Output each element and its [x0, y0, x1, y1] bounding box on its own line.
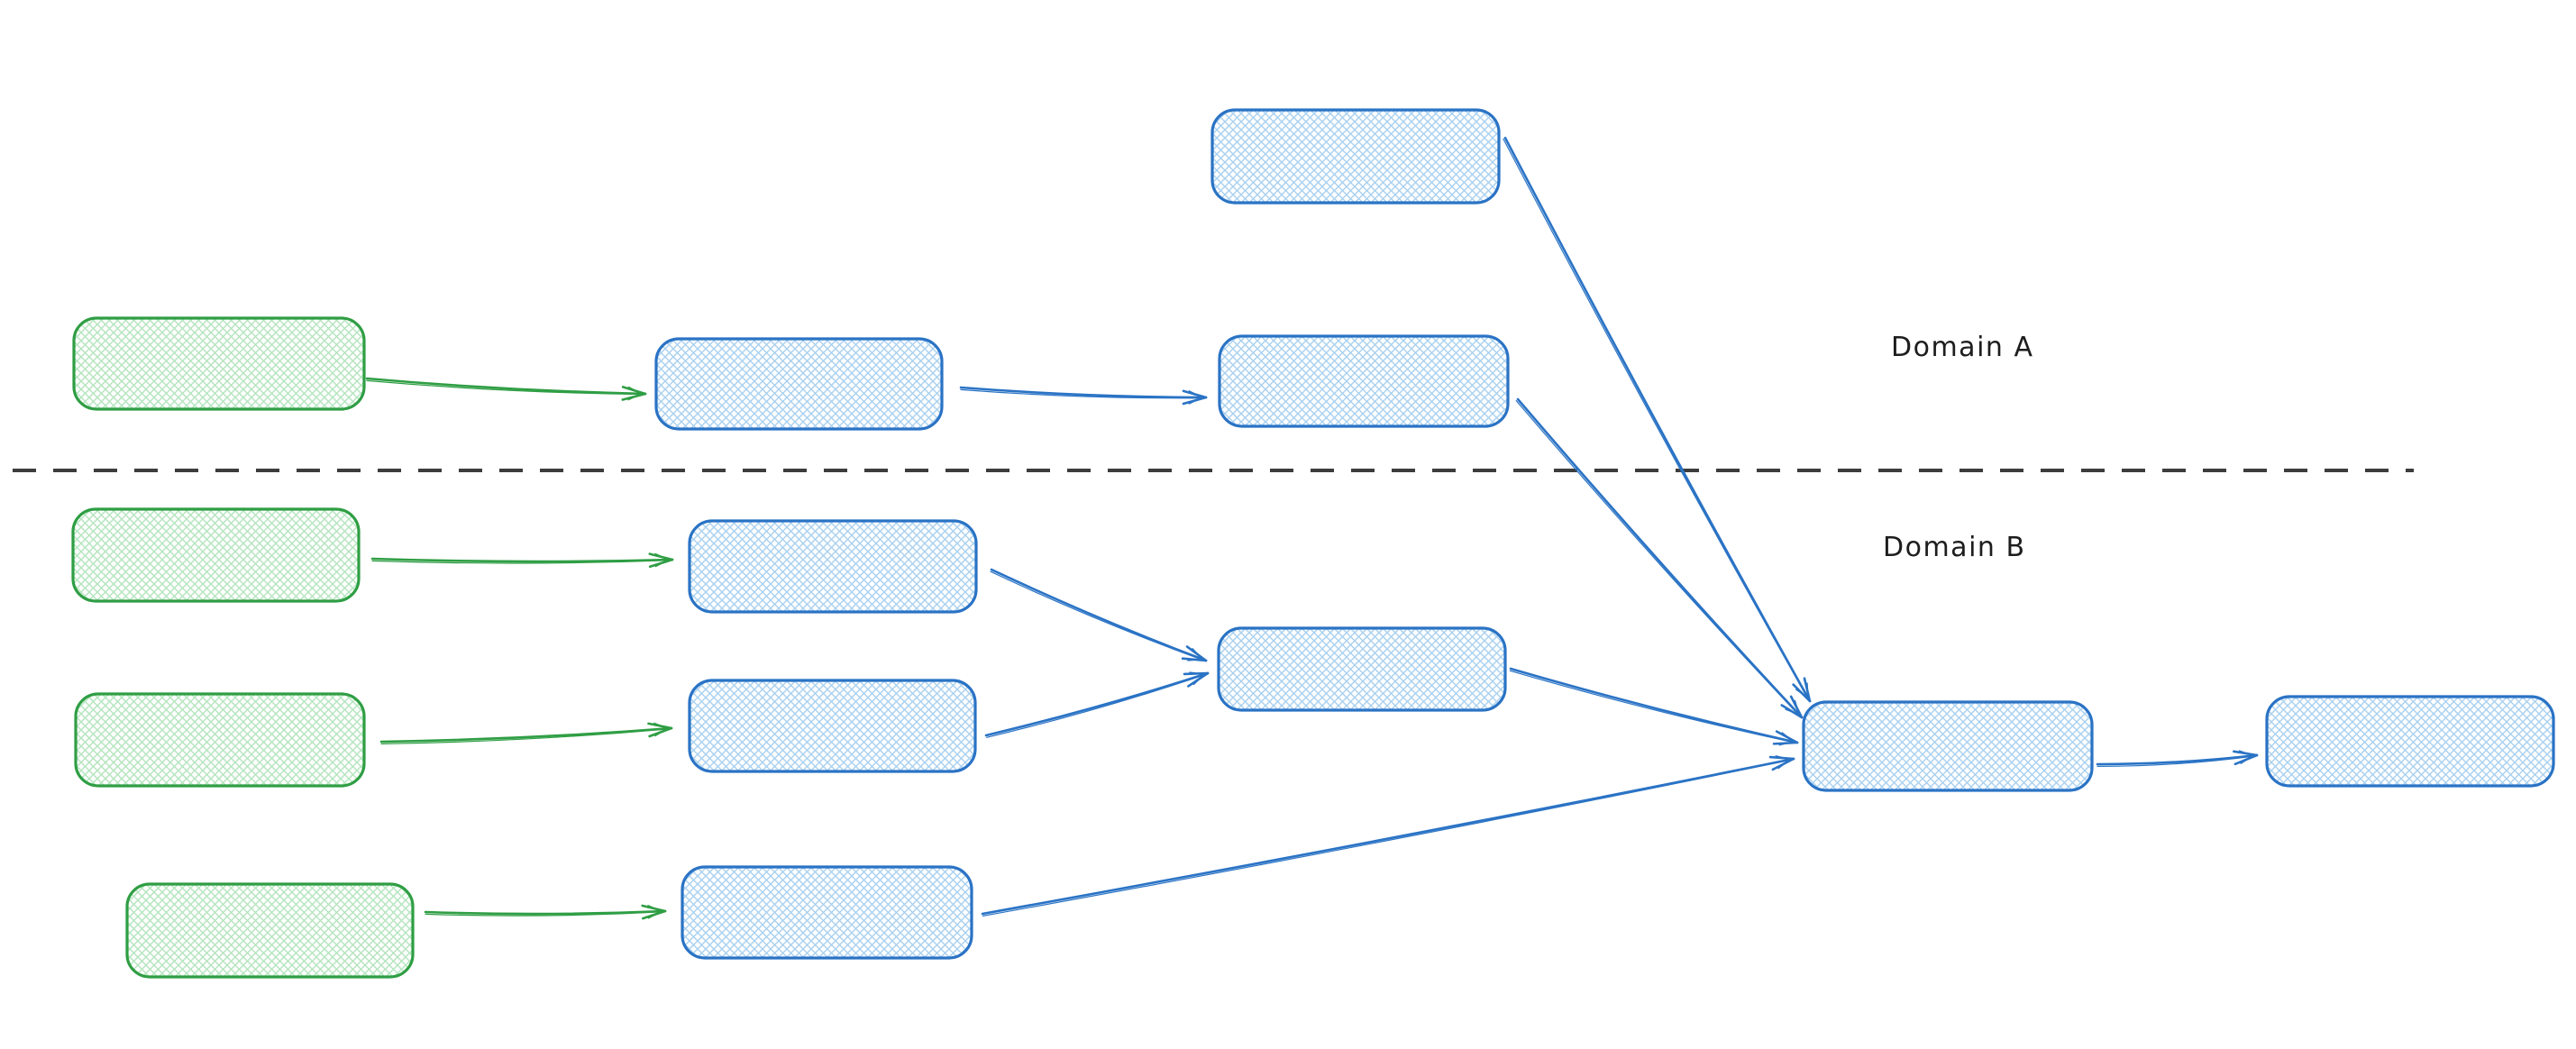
node-output-end — [2265, 695, 2555, 788]
edge-stage-b1-to-merge-mid — [990, 568, 1208, 662]
edge-source-b3-to-stage-b3 — [424, 904, 667, 920]
node-stage-b1 — [688, 519, 978, 614]
node-stage-b3 — [681, 865, 973, 960]
domain-a-label: Domain A — [1891, 332, 2034, 363]
node-stage-a2 — [1218, 334, 1510, 428]
edge-source-b1-to-stage-b1 — [370, 552, 674, 569]
edge-source-b2-to-stage-b2 — [379, 722, 673, 744]
node-stage-b2 — [688, 679, 977, 773]
node-source-a — [72, 316, 366, 411]
edge-merge-main-to-output-end — [2096, 750, 2259, 767]
node-source-b1 — [71, 507, 361, 603]
node-merge-mid — [1217, 626, 1507, 712]
node-stage-a1 — [654, 337, 944, 431]
edge-source-a-to-stage-a1 — [365, 377, 647, 401]
node-merge-main — [1802, 700, 2094, 792]
node-source-b2 — [74, 692, 366, 788]
edge-merge-mid-to-merge-main — [1509, 667, 1799, 746]
node-source-b3 — [125, 882, 415, 979]
edge-stage-a1-to-stage-a2 — [959, 386, 1208, 406]
edge-stage-a2-to-merge-main — [1515, 397, 1804, 719]
edge-input-top-to-merge-main — [1503, 136, 1812, 703]
edge-stage-b2-to-merge-mid — [984, 671, 1210, 738]
domain-b-label: Domain B — [1883, 532, 2026, 563]
edge-stage-b3-to-merge-main — [981, 755, 1795, 917]
node-input-top — [1210, 108, 1501, 205]
